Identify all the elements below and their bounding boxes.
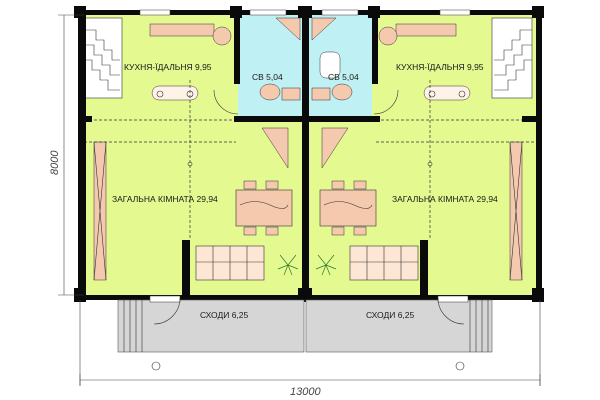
dim-width-label: 13000 bbox=[290, 386, 321, 398]
label-living-left: ЗАГАЛЬНА КІМНАТА 29,94 bbox=[112, 194, 218, 204]
bath-fixtures-left bbox=[259, 17, 301, 101]
beam-vertical bbox=[189, 80, 431, 240]
counter-right bbox=[395, 23, 457, 37]
stove-left bbox=[212, 26, 232, 46]
dining-table-right bbox=[319, 180, 377, 236]
stove-right bbox=[378, 26, 398, 46]
label-kitchen-left: КУХНЯ-ЇДАЛЬНЯ 9,95 bbox=[124, 62, 212, 72]
stair-top-left bbox=[83, 17, 123, 99]
porch-right bbox=[305, 295, 493, 371]
label-kitchen-right: КУХНЯ-ЇДАЛЬНЯ 9,95 bbox=[396, 62, 484, 72]
beam-lines bbox=[84, 119, 536, 143]
kitchen-table-right bbox=[423, 85, 471, 101]
dim-height-label: 8000 bbox=[49, 150, 61, 175]
stair-top-right bbox=[491, 17, 533, 99]
plant-right bbox=[315, 254, 337, 276]
bath-fixtures-right bbox=[311, 17, 353, 101]
dining-table-left bbox=[235, 180, 293, 236]
label-stairs-right: СХОДИ 6,25 bbox=[366, 310, 415, 320]
walls bbox=[74, 6, 544, 302]
door-kitchen-left bbox=[213, 89, 239, 115]
kitchen-table-left bbox=[151, 85, 199, 101]
sofa-right bbox=[349, 245, 419, 281]
label-living-right: ЗАГАЛЬНА КІМНАТА 29,94 bbox=[392, 194, 498, 204]
column-left bbox=[261, 127, 289, 169]
porch-left bbox=[117, 295, 305, 371]
door-kitchen-right bbox=[373, 89, 399, 115]
label-stairs-left: СХОДИ 6,25 bbox=[200, 310, 249, 320]
label-bath-right: СВ 5,04 bbox=[328, 72, 359, 82]
label-bath-left: СВ 5,04 bbox=[252, 72, 283, 82]
dimension-lines bbox=[58, 14, 541, 386]
sofa-left bbox=[195, 245, 265, 281]
counter-left bbox=[149, 23, 215, 37]
column-right bbox=[321, 127, 349, 169]
plant-left bbox=[277, 254, 299, 276]
